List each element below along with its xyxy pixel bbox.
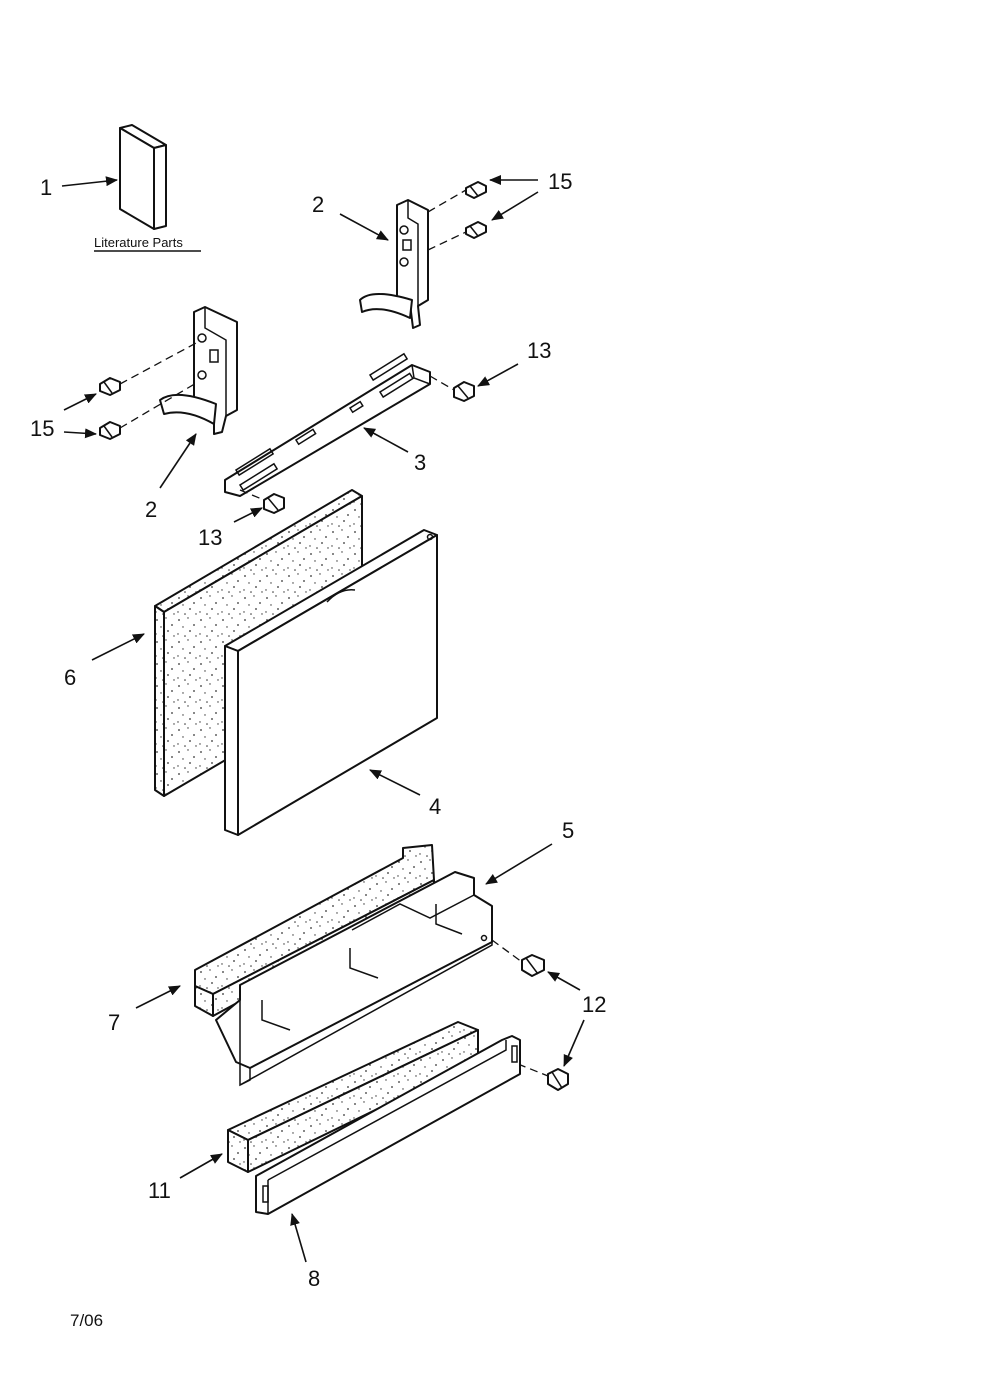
leader-3 xyxy=(363,427,409,453)
date-code: 7/06 xyxy=(70,1311,103,1330)
callout-1: 1 xyxy=(40,175,52,200)
outer-door-panel xyxy=(224,529,438,836)
screw-15-upper-a xyxy=(465,181,487,199)
callout-3: 3 xyxy=(414,450,426,475)
dash-12-lower xyxy=(517,1063,549,1077)
callout-2b: 2 xyxy=(145,497,157,522)
dash-13-right xyxy=(429,375,455,391)
leader-4 xyxy=(369,769,421,796)
leader-15a-2 xyxy=(491,191,539,221)
screw-15-upper-b xyxy=(465,221,487,239)
callout-5: 5 xyxy=(562,818,574,843)
hinge-bracket-right xyxy=(359,199,429,329)
callout-13a: 13 xyxy=(527,338,551,363)
callout-6: 6 xyxy=(64,665,76,690)
leader-8 xyxy=(290,1213,307,1263)
callout-2a: 2 xyxy=(312,192,324,217)
screw-13-right xyxy=(453,381,475,402)
leader-2a xyxy=(339,213,389,241)
leader-6 xyxy=(91,633,145,661)
literature-booklet xyxy=(119,124,167,230)
leader-2b xyxy=(159,433,197,489)
dash-12-upper xyxy=(491,939,523,963)
dash-15-lower-a xyxy=(119,341,199,385)
leader-13a xyxy=(477,363,519,387)
leader-1 xyxy=(61,176,118,187)
callout-12: 12 xyxy=(582,992,606,1017)
hinge-bracket-left xyxy=(159,306,238,435)
literature-parts-caption: Literature Parts xyxy=(94,235,183,250)
hinge-support-rail xyxy=(224,352,431,497)
callout-11: 11 xyxy=(148,1178,171,1203)
leader-15b-2 xyxy=(63,428,97,439)
callout-15b: 15 xyxy=(30,416,54,441)
leader-12b xyxy=(563,1019,585,1067)
screw-15-lower-b xyxy=(99,421,121,440)
leader-5 xyxy=(485,843,553,885)
toe-panel xyxy=(255,1035,521,1215)
screw-12-upper xyxy=(521,954,545,977)
leader-13b xyxy=(233,507,263,523)
dash-15-upper-b xyxy=(427,231,467,251)
dash-15-upper-a xyxy=(427,189,467,213)
callout-15a: 15 xyxy=(548,169,572,194)
callout-7: 7 xyxy=(108,1010,120,1035)
leader-7 xyxy=(135,985,181,1009)
callout-13b: 13 xyxy=(198,525,222,550)
access-panel xyxy=(215,871,493,1087)
screw-13-left xyxy=(263,493,285,514)
callout-8: 8 xyxy=(308,1266,320,1291)
callout-4: 4 xyxy=(429,794,441,819)
screw-15-lower-a xyxy=(99,377,121,396)
dash-15-lower-b xyxy=(119,381,199,429)
leader-15b-1 xyxy=(63,393,97,411)
leader-11 xyxy=(179,1153,223,1179)
screw-12-lower xyxy=(547,1068,569,1091)
leader-12a xyxy=(547,971,581,991)
dash-13-left xyxy=(239,489,265,501)
